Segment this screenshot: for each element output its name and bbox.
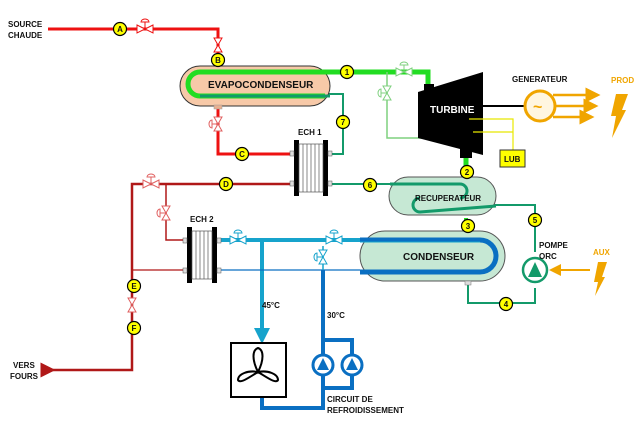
- node-4: 4: [498, 296, 514, 312]
- temp-hot-label: 45°C: [262, 301, 280, 310]
- ech1-label: ECH 1: [298, 128, 322, 137]
- return-piping: [40, 182, 296, 378]
- svg-text:C: C: [239, 150, 245, 159]
- valve-b-inlet[interactable]: [213, 37, 223, 53]
- recuperateur-label: RECUPERATEUR: [415, 194, 481, 203]
- node-e: E: [126, 278, 142, 294]
- valve-ef[interactable]: [127, 297, 137, 313]
- valve-d-line[interactable]: [142, 173, 160, 189]
- lightning-icon: [611, 94, 628, 138]
- vers-fours-label-2: FOURS: [10, 372, 39, 381]
- node-f: F: [126, 320, 142, 336]
- valve-turbine-bypass[interactable]: [377, 85, 392, 101]
- cooling-pump-2[interactable]: [340, 353, 364, 377]
- node-5: 5: [527, 212, 543, 228]
- lub-unit[interactable]: LUB: [469, 118, 526, 168]
- node-c: C: [234, 146, 250, 162]
- cooling-fan[interactable]: [230, 342, 287, 398]
- recuperateur[interactable]: RECUPERATEUR: [388, 176, 497, 216]
- temp-cold-label: 30°C: [327, 311, 345, 320]
- prod-label: PROD: [611, 76, 634, 85]
- svg-text:6: 6: [368, 181, 373, 190]
- source-label-2: CHAUDE: [8, 31, 43, 40]
- generator-symbol: ~: [533, 99, 542, 116]
- evapocondenseur-label: EVAPOCONDENSEUR: [208, 80, 314, 91]
- svg-text:3: 3: [466, 222, 471, 231]
- svg-text:1: 1: [345, 68, 350, 77]
- vers-fours-label-1: VERS: [13, 361, 35, 370]
- aux-input: AUX: [593, 248, 611, 296]
- node-1: 1: [339, 64, 355, 80]
- valve-condenseur-inlet[interactable]: [325, 229, 343, 245]
- turbine[interactable]: TURBINE: [418, 72, 483, 158]
- valve-condenseur-bypass[interactable]: [313, 249, 328, 265]
- svg-text:A: A: [117, 25, 123, 34]
- circuit-label-2: REFROIDISSEMENT: [327, 406, 404, 415]
- lightning-icon: [594, 262, 607, 296]
- valve-evap-outlet[interactable]: [208, 116, 223, 132]
- turbine-label: TURBINE: [430, 105, 475, 116]
- node-6: 6: [362, 177, 378, 193]
- lub-label: LUB: [504, 155, 521, 164]
- pompe-orc[interactable]: POMPE ORC: [521, 241, 590, 284]
- pompe-label-1: POMPE: [539, 241, 569, 250]
- svg-text:5: 5: [533, 216, 538, 225]
- valve-ech2-cooling[interactable]: [229, 229, 247, 245]
- svg-text:2: 2: [465, 168, 470, 177]
- valve-turbine-inlet[interactable]: [395, 61, 413, 77]
- valve-ech2-bypass[interactable]: [156, 205, 171, 221]
- node-7: 7: [335, 114, 351, 130]
- cooling-pump-1[interactable]: [311, 353, 335, 377]
- generateur[interactable]: ~ GENERATEUR: [512, 75, 601, 125]
- node-a: A: [112, 21, 128, 37]
- ech1-heat-exchanger[interactable]: ECH 1: [289, 128, 333, 196]
- node-2: 2: [459, 164, 475, 180]
- svg-text:B: B: [215, 56, 221, 65]
- pompe-label-2: ORC: [539, 252, 557, 261]
- circuit-label-1: CIRCUIT DE: [327, 395, 373, 404]
- svg-text:4: 4: [504, 300, 509, 309]
- ech2-heat-exchanger[interactable]: ECH 2: [182, 215, 222, 283]
- svg-text:F: F: [132, 324, 137, 333]
- node-3: 3: [460, 218, 476, 234]
- prod-output: PROD: [611, 76, 634, 138]
- condenseur[interactable]: CONDENSEUR: [359, 230, 506, 286]
- source-label-1: SOURCE: [8, 20, 43, 29]
- valve-source[interactable]: [136, 18, 154, 34]
- svg-text:7: 7: [341, 118, 346, 127]
- evapocondenseur[interactable]: EVAPOCONDENSEUR: [179, 65, 331, 110]
- ech2-label: ECH 2: [190, 215, 214, 224]
- fan-icon: [236, 346, 280, 383]
- condenseur-label: CONDENSEUR: [403, 252, 475, 263]
- node-b: B: [210, 52, 226, 68]
- generateur-label: GENERATEUR: [512, 75, 568, 84]
- svg-text:E: E: [131, 282, 137, 291]
- node-d: D: [218, 176, 234, 192]
- aux-label: AUX: [593, 248, 611, 257]
- svg-text:D: D: [223, 180, 229, 189]
